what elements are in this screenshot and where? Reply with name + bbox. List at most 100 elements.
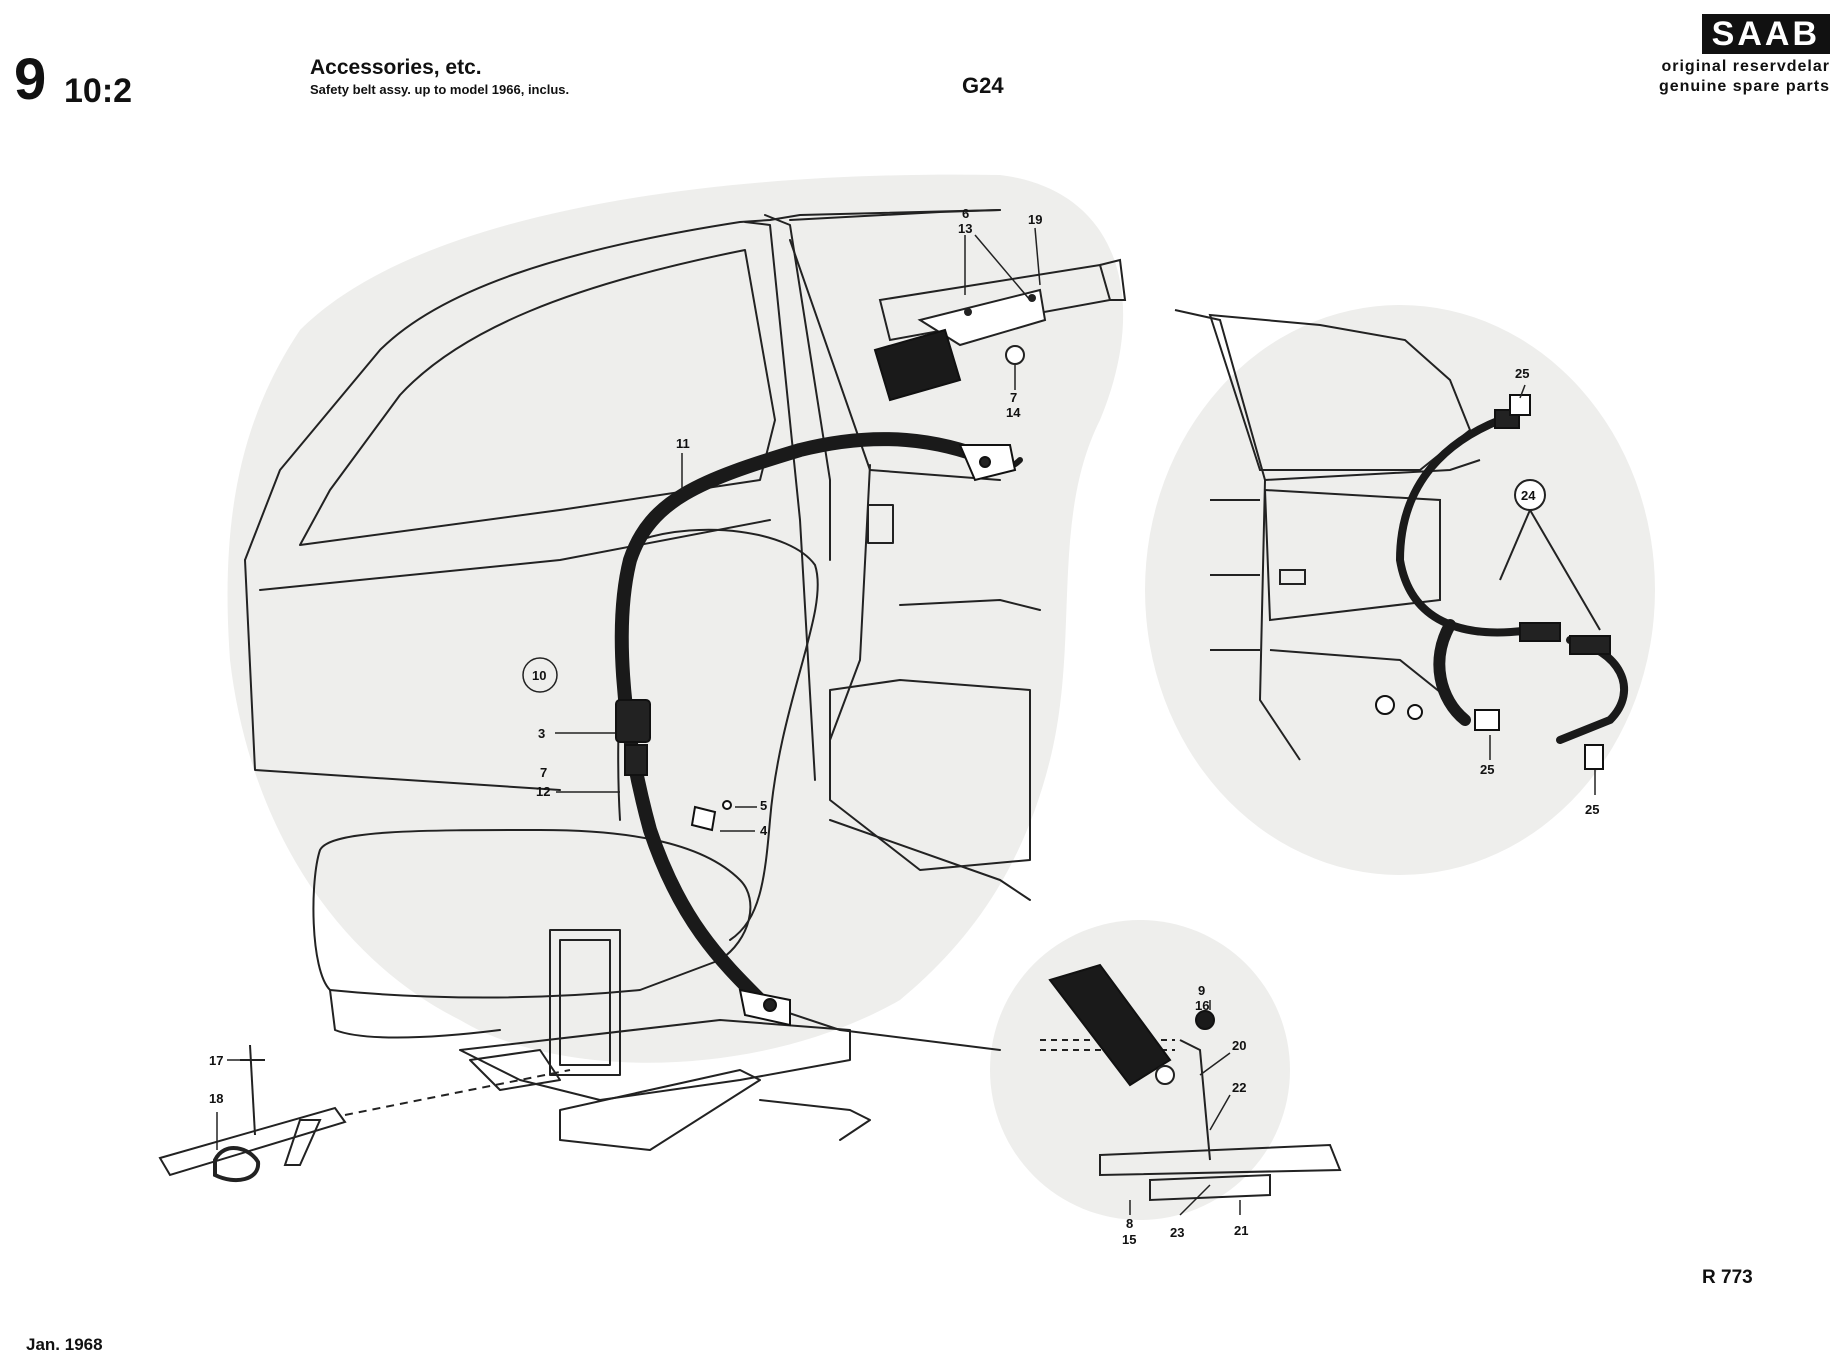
leader-22 [1209, 1094, 1231, 1131]
callout-8: 8 [1126, 1216, 1133, 1231]
belt-line [259, 519, 771, 591]
shoulder-belt-strap [614, 432, 997, 1007]
leader-13b [974, 234, 1031, 301]
seat-rail [469, 1049, 561, 1091]
callout-18: 18 [209, 1091, 223, 1106]
anchor-floor-plate [1099, 1143, 1342, 1177]
callout-13: 13 [958, 221, 972, 236]
door-belt-tongue [1569, 635, 1611, 655]
lower-anchor-bolt [763, 998, 777, 1012]
anchor-loop-18 [213, 1146, 261, 1183]
leader-23 [1179, 1184, 1211, 1216]
floor-bar [158, 1106, 347, 1177]
brand-line1: original reservdelar [1661, 58, 1830, 75]
leader-24a [1499, 509, 1531, 581]
door-view-background [1145, 305, 1655, 875]
callout-4: 4 [760, 823, 768, 838]
brand-line2: genuine spare parts [1658, 78, 1830, 95]
seat-base [329, 989, 501, 1039]
strap-clip [690, 805, 717, 832]
door-handle-recess [867, 504, 894, 544]
callout-23: 23 [1170, 1225, 1184, 1240]
callout-3: 3 [538, 726, 545, 741]
callout-25-mid: 25 [1480, 762, 1494, 777]
leader-25c [1519, 384, 1526, 399]
roof-bolt [1005, 345, 1025, 365]
callout-circle-10 [522, 657, 558, 693]
brand-block: SAAB original reservdelar genuine spare … [1659, 14, 1830, 96]
b-pillar [744, 221, 816, 781]
group-minor: 10:2 [64, 72, 133, 110]
callout-22: 22 [1232, 1080, 1246, 1095]
callout-15: 15 [1122, 1232, 1136, 1247]
door-handle [1279, 569, 1306, 585]
door-lower-trim [1269, 649, 1451, 701]
roof-rail-end [1099, 258, 1127, 301]
floor-pan [459, 1019, 851, 1101]
floor-anchor-plate [559, 1069, 761, 1151]
anchor-bolt-17 [249, 1044, 256, 1136]
callout-24: 24 [1521, 488, 1536, 503]
leader-24b [1529, 509, 1601, 631]
clip-screw [722, 800, 732, 810]
door-belt-strap [1395, 416, 1534, 637]
door-belt-tail [1433, 619, 1471, 726]
callout-19: 19 [1028, 212, 1042, 227]
roof-outline [244, 209, 1001, 561]
door-plate-3 [1509, 394, 1531, 416]
armrest [899, 599, 1041, 611]
door-bolt-2 [1407, 704, 1423, 720]
group-major: 9 [14, 47, 47, 112]
anchor-reinforcement [1149, 1173, 1271, 1202]
door-belt-buckle [1519, 622, 1561, 642]
callout-25-right: 25 [1585, 802, 1599, 817]
callout-12: 12 [536, 784, 550, 799]
door-bolt-1 [1375, 695, 1395, 715]
callout-6: 6 [962, 206, 969, 221]
seat-frame-bracket [549, 929, 621, 1076]
callout-16: 16 [1195, 998, 1209, 1013]
floor-line [829, 819, 1031, 901]
publication-date: Jan. 1968 [26, 1335, 103, 1354]
anchor-bolt-head [1155, 1065, 1175, 1085]
saab-logo: SAAB [1701, 14, 1830, 54]
callout-7-seat: 7 [540, 765, 547, 780]
callout-17: 17 [209, 1053, 223, 1068]
callout-9: 9 [1198, 983, 1205, 998]
belt-tongue [624, 744, 648, 776]
roof-belt-end [873, 328, 962, 402]
upper-anchor-bolt [979, 456, 991, 468]
door-edge [829, 464, 871, 741]
anchor-bracket-20 [1179, 1039, 1211, 1161]
door-window [1208, 313, 1472, 471]
door-plate-1 [1474, 709, 1500, 731]
door-panel [1263, 488, 1441, 622]
callout-7-top: 7 [1010, 390, 1017, 405]
callout-20: 20 [1232, 1038, 1246, 1053]
seat-back-outline [639, 528, 819, 941]
callout-5: 5 [760, 798, 767, 813]
section-title: Accessories, etc. [310, 56, 482, 79]
leader-20 [1199, 1052, 1231, 1076]
anchor-belt-end [1048, 963, 1172, 1087]
front-seat-cushion [829, 679, 1031, 871]
anchor-nut-9 [1195, 1010, 1215, 1030]
belt-buckle [615, 699, 651, 743]
figure-code: R 773 [1702, 1267, 1753, 1288]
section-subtitle: Safety belt assy. up to model 1966, incl… [310, 82, 570, 97]
callout-14: 14 [1006, 405, 1021, 420]
callout-21: 21 [1234, 1223, 1248, 1238]
section-code: G24 [962, 73, 1004, 98]
leader-19 [1034, 227, 1041, 286]
floor-bar-support [283, 1119, 322, 1166]
callout-11: 11 [676, 436, 690, 451]
callout-10: 10 [532, 668, 546, 683]
body-lower-line [244, 559, 561, 791]
seat-frame-inner [559, 939, 611, 1066]
door-belt-line [1264, 459, 1481, 481]
section-title-block: Accessories, etc. Safety belt assy. up t… [310, 56, 569, 97]
floor-tunnel [759, 1099, 871, 1141]
callout-25-top: 25 [1515, 366, 1529, 381]
front-window-top [789, 209, 1001, 221]
